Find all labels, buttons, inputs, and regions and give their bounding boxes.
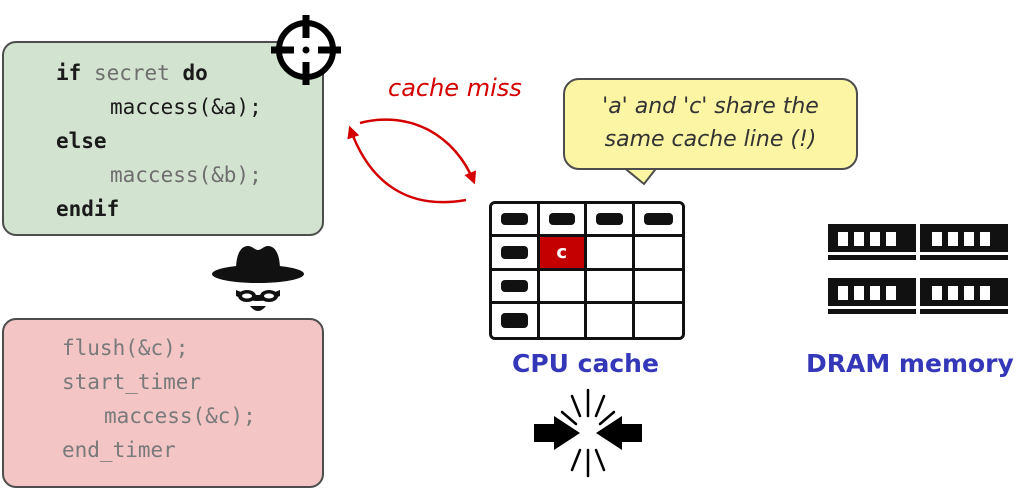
cache-cell xyxy=(634,204,682,238)
ram-stick-top xyxy=(828,224,1008,260)
ram-module-icon xyxy=(828,224,1008,314)
code-line-if: if secret do xyxy=(56,61,208,85)
cache-cell xyxy=(587,237,635,271)
request-arrow xyxy=(359,118,477,185)
cache-cell xyxy=(492,237,540,271)
cache-cell xyxy=(539,270,587,304)
keyword-do: do xyxy=(182,61,208,85)
cache-cell xyxy=(492,270,540,304)
cache-miss-label: cache miss xyxy=(388,74,522,102)
cache-cell xyxy=(539,204,587,238)
code-line-end-timer: end_timer xyxy=(62,438,176,462)
cpu-cache-label: CPU cache xyxy=(512,349,659,378)
speech-bubble: 'a' and 'c' share the same cache line (!… xyxy=(563,78,858,170)
spy-icon xyxy=(212,246,304,311)
cpu-cache-table: c xyxy=(489,201,685,340)
code-line-maccess-a: maccess(&a); xyxy=(110,95,262,119)
keyword-if: if xyxy=(56,61,82,85)
cache-cell xyxy=(492,204,540,238)
cache-cell xyxy=(634,270,682,304)
ram-stick-bottom xyxy=(828,278,1008,314)
code-line-flush: flush(&c); xyxy=(62,336,189,360)
cache-cell xyxy=(539,303,587,337)
cache-cell xyxy=(492,303,540,337)
code-line-else: else xyxy=(56,129,107,153)
crosshair-icon xyxy=(271,15,341,85)
code-line-endif: endif xyxy=(56,197,119,221)
cache-cell-c: c xyxy=(539,237,587,271)
code-secret: secret xyxy=(81,61,183,85)
victim-code-box: if secret do maccess(&a); else maccess(&… xyxy=(2,41,324,236)
bubble-line-2: same cache line (!) xyxy=(604,127,817,152)
dram-memory-label: DRAM memory xyxy=(806,349,1014,378)
cache-cell xyxy=(634,237,682,271)
code-line-maccess-c: maccess(&c); xyxy=(104,404,256,428)
bubble-line-1: 'a' and 'c' share the xyxy=(602,94,819,119)
keyword-endif: endif xyxy=(56,197,120,221)
cache-cell xyxy=(587,303,635,337)
cache-cell xyxy=(587,270,635,304)
code-line-maccess-b: maccess(&b); xyxy=(110,163,262,187)
cache-cell xyxy=(634,303,682,337)
collision-icon xyxy=(534,388,642,478)
keyword-else: else xyxy=(56,129,107,153)
cache-cell xyxy=(587,204,635,238)
response-arrow xyxy=(347,125,467,204)
code-line-start-timer: start_timer xyxy=(62,370,202,394)
